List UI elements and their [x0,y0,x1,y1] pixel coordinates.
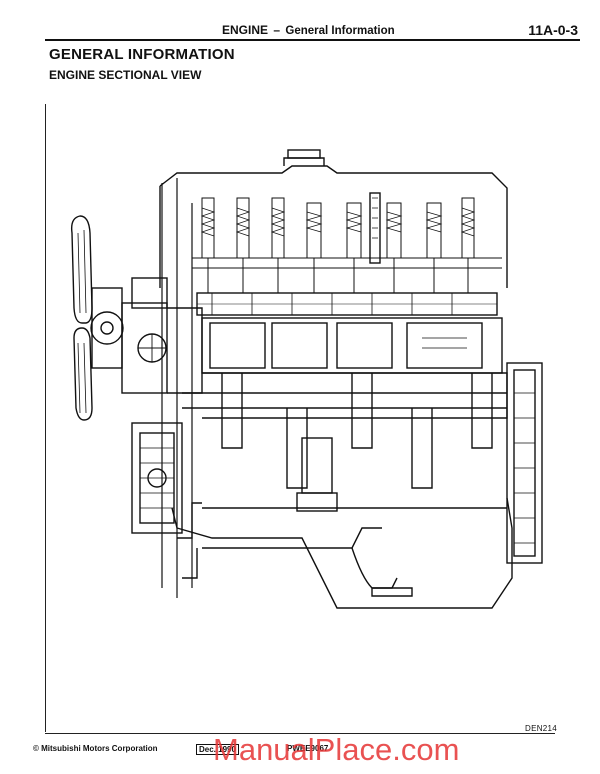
header-separator: – [273,23,281,37]
bottom-rule [45,733,555,734]
header-section-name: ENGINE [222,23,269,37]
spark-plug [369,192,381,264]
section-title: ENGINE SECTIONAL VIEW [49,68,202,82]
cooling-fan [70,215,124,421]
engine-sectional-drawing [70,149,543,609]
cylinder-block [201,317,508,419]
crankshaft-pulley [131,422,183,534]
running-header: ENGINE – General Information [222,23,395,37]
flywheel [506,362,543,564]
camshaft [196,292,498,316]
page-title: GENERAL INFORMATION [49,46,235,63]
header-subsection-name: General Information [285,25,395,37]
watermark-text: ManualPlace.com [213,732,460,767]
valve-train [192,197,502,293]
page-number: 11A-0-3 [528,22,578,38]
header-rule [45,39,580,41]
footer-publication-code: PWEE9067 [287,744,329,753]
footer-date: Dec. 1990 [196,744,239,755]
oil-pan [171,497,513,609]
left-margin-rule [45,104,46,732]
footer-copyright: © Mitsubishi Motors Corporation [33,744,158,753]
crankshaft [182,373,507,512]
figure-id: DEN214 [525,724,558,733]
rocker-cover [159,149,508,288]
